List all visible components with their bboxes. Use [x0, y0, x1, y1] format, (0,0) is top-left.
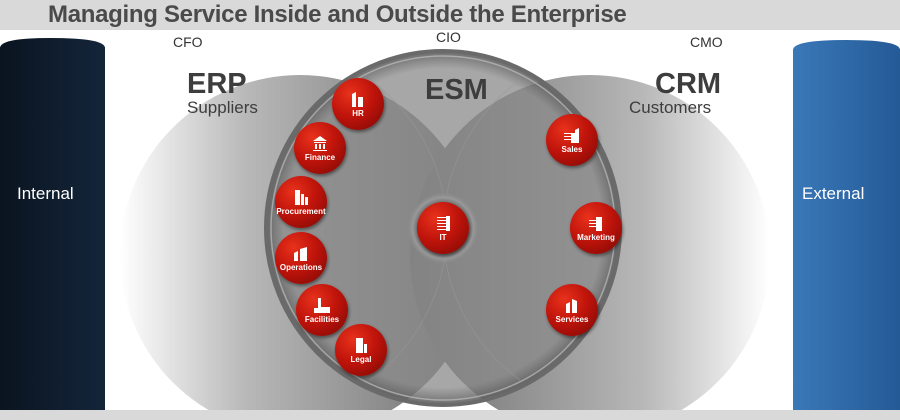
external-label: External	[802, 184, 865, 203]
bubble-label: Sales	[561, 144, 583, 154]
bank-icon	[313, 135, 327, 151]
esm-title: ESM	[425, 74, 488, 106]
erp-subtitle: Suppliers	[187, 98, 258, 117]
crm-subtitle: Customers	[629, 98, 712, 117]
building-icon	[356, 337, 367, 353]
bubble-label: Services	[555, 314, 589, 324]
bubble-label: Procurement	[276, 206, 326, 216]
building-icon	[564, 127, 579, 143]
bubble-label: Marketing	[577, 232, 615, 242]
internal-label: Internal	[17, 184, 74, 203]
page-title: Managing Service Inside and Outside the …	[48, 1, 627, 28]
erp-title: ERP	[187, 68, 247, 100]
bubble-hr[interactable]: HR	[332, 78, 384, 130]
cio-label: CIO	[436, 29, 461, 45]
building-icon	[295, 189, 308, 205]
building-icon	[437, 215, 450, 231]
bubble-procurement[interactable]: Procurement	[275, 176, 327, 228]
bubble-label: HR	[352, 108, 364, 118]
bubble-marketing[interactable]: Marketing	[570, 202, 622, 254]
cmo-label: CMO	[690, 34, 723, 50]
bubble-label: Operations	[279, 262, 323, 272]
external-cylinder	[793, 40, 900, 410]
cfo-label: CFO	[173, 34, 203, 50]
building-icon	[352, 91, 363, 107]
internal-cylinder	[0, 38, 105, 410]
factory-icon	[314, 297, 330, 313]
bubble-it[interactable]: IT	[417, 202, 469, 254]
bubble-label: Finance	[304, 152, 336, 162]
crm-title: CRM	[655, 68, 722, 100]
bubble-sales[interactable]: Sales	[546, 114, 598, 166]
bubble-finance[interactable]: Finance	[294, 122, 346, 174]
building-icon	[566, 298, 577, 313]
bubble-operations[interactable]: Operations	[275, 232, 327, 284]
title-bar: Managing Service Inside and Outside the …	[0, 0, 900, 30]
building-icon	[294, 246, 307, 261]
bubble-services[interactable]: Services	[546, 284, 598, 336]
bubble-label: Facilities	[304, 314, 340, 324]
bubble-legal[interactable]: Legal	[335, 324, 387, 376]
building-icon	[589, 216, 602, 231]
bubble-label: Legal	[350, 354, 372, 364]
footer-band	[0, 410, 900, 420]
bubble-label: IT	[439, 232, 447, 242]
bubble-facilities[interactable]: Facilities	[296, 284, 348, 336]
